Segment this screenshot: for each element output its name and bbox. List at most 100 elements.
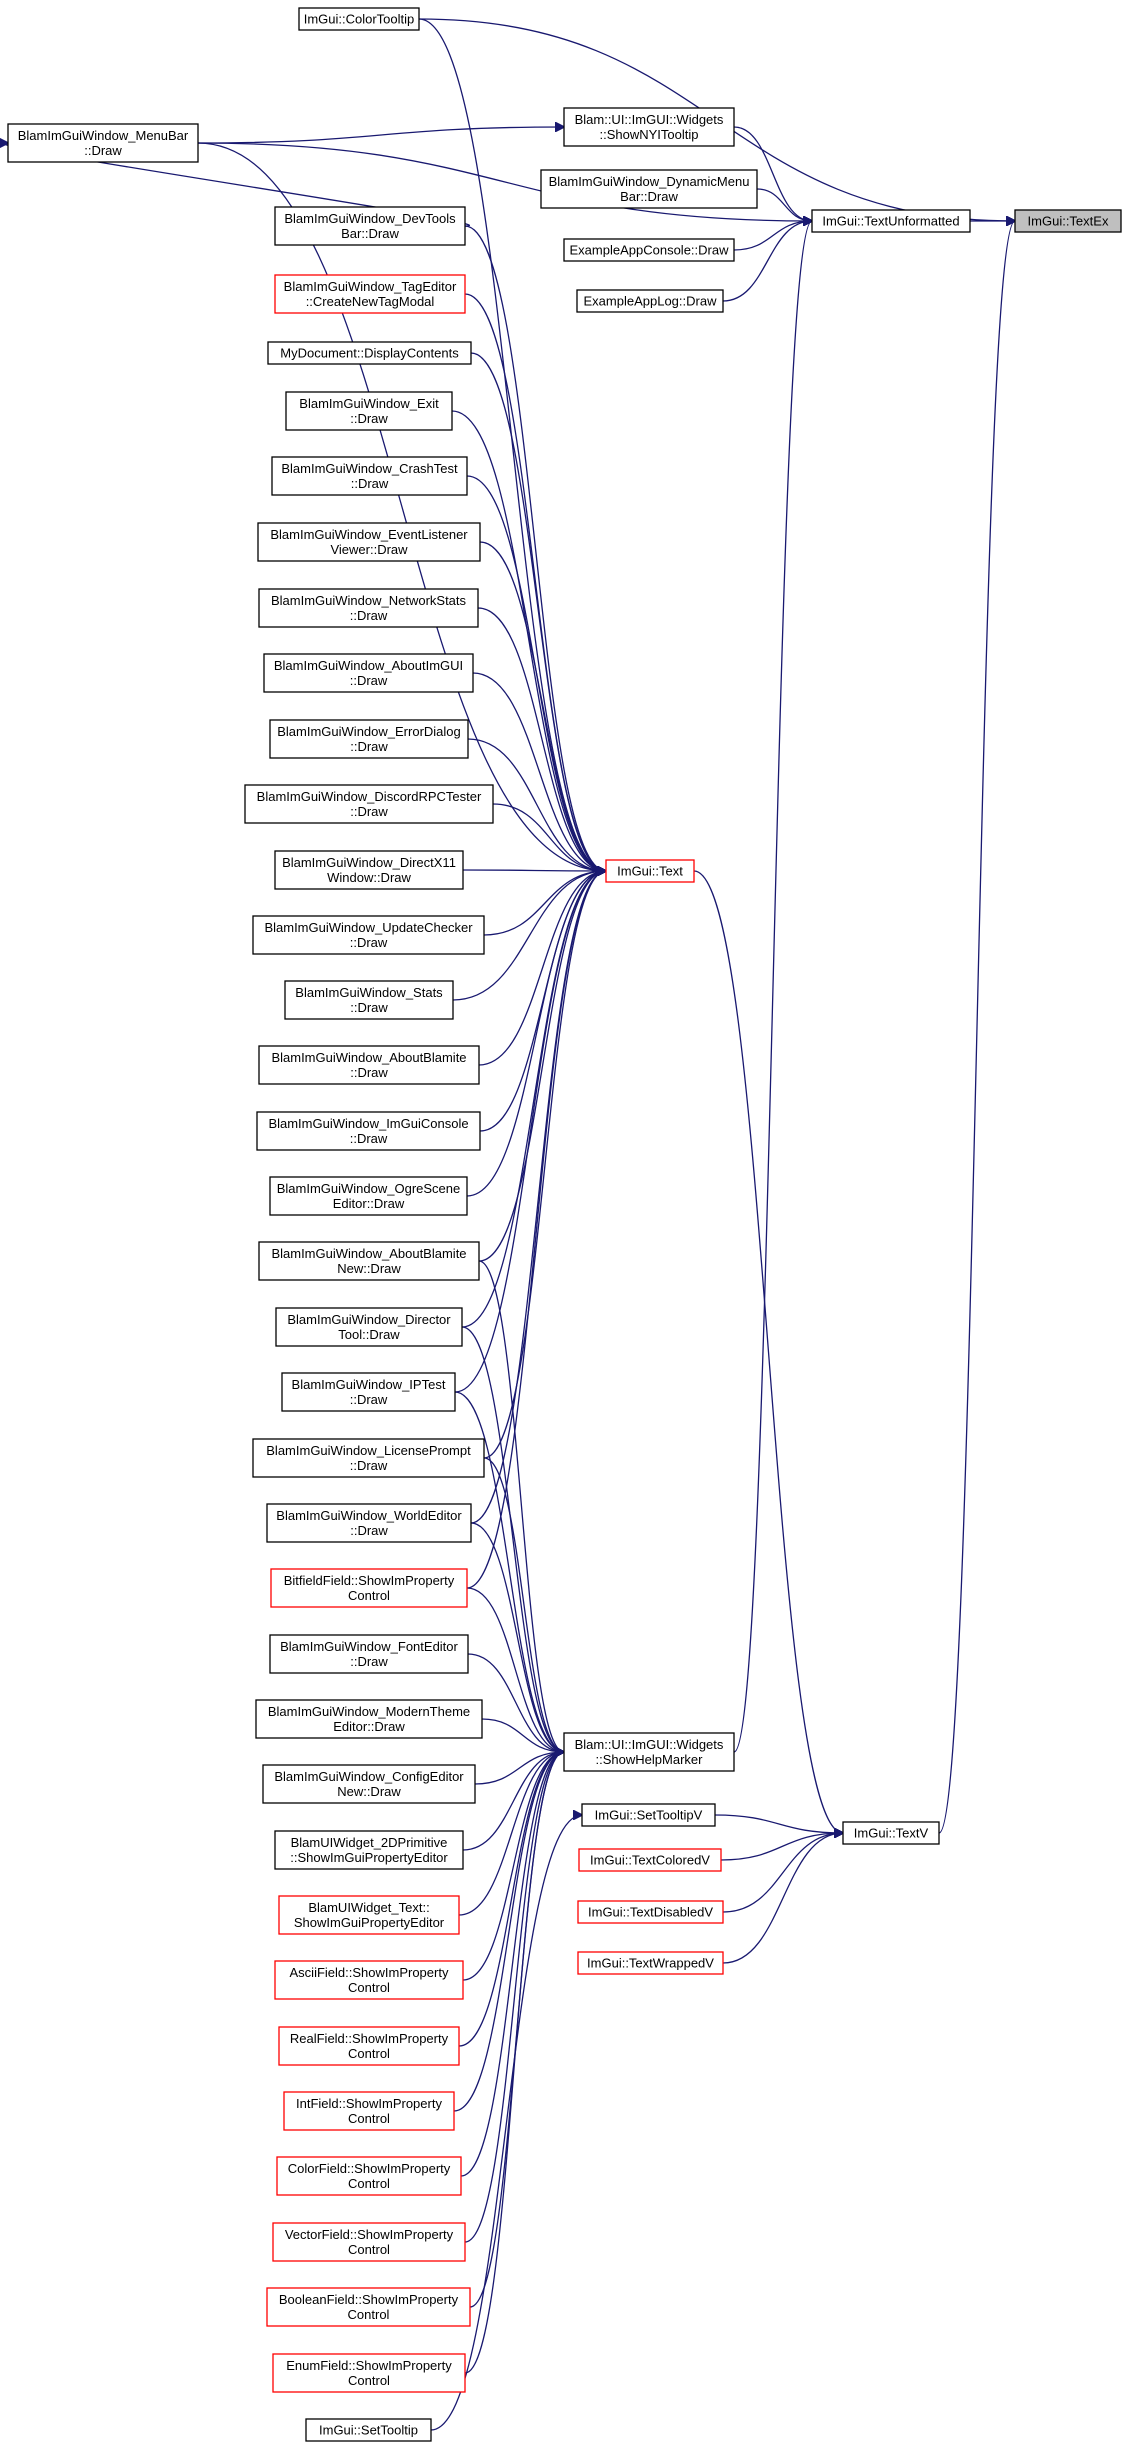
node-box [270,1568,468,1608]
edge-menubar-to-imguitext [197,142,606,871]
node-tageditor[interactable]: BlamImGuiWindow_TagEditor::CreateNewTagM… [274,274,466,314]
node-textex[interactable]: ImGui::TextEx [1014,209,1122,233]
node-settooltipv[interactable]: ImGui::SetTooltipV [581,1803,716,1827]
node-label: Editor::Draw [333,1196,405,1211]
node-imguitext[interactable]: ImGui::Text [605,859,695,883]
edge-mydocument-to-imguitext [470,352,606,871]
node-label: BlamImGuiWindow_FontEditor [280,1639,458,1654]
node-label: ::ShowHelpMarker [596,1752,704,1767]
node-shownyi[interactable]: Blam::UI::ImGUI::Widgets::ShowNYITooltip [563,107,735,147]
edge-iptest-to-imguitext [454,871,606,1393]
node-aboutimgui[interactable]: BlamImGuiWindow_AboutImGUI::Draw [263,653,474,693]
node-stats[interactable]: BlamImGuiWindow_Stats::Draw [284,980,454,1020]
edge-shownyi-to-textunformatted [733,126,812,221]
node-box [281,1372,456,1412]
node-box [563,107,735,147]
node-label: AsciiField::ShowImProperty [290,1965,449,1980]
node-label: ::CreateNewTagModal [306,294,435,309]
node-showhelpmarker[interactable]: Blam::UI::ImGUI::Widgets::ShowHelpMarker [563,1732,735,1772]
node-label: BlamImGuiWindow_DynamicMenu [549,174,750,189]
node-fonteditor[interactable]: BlamImGuiWindow_FontEditor::Draw [269,1634,469,1674]
node-menubar[interactable]: BlamImGuiWindow_MenuBar::Draw [7,123,199,163]
edge-configeditor-to-showhelpmarker [474,1752,564,1785]
node-label: BlamUIWidget_Text:: [308,1900,429,1915]
node-box [278,2026,460,2066]
node-worldeditor[interactable]: BlamImGuiWindow_WorldEditor::Draw [266,1503,472,1543]
node-licenseprompt[interactable]: BlamImGuiWindow_LicensePrompt::Draw [252,1438,485,1478]
edge-discordrpc-to-imguitext [492,803,606,871]
node-box [258,1045,480,1085]
node-textwrappedv[interactable]: ImGui::TextWrappedV [577,1951,724,1975]
edge-aboutimgui-to-imguitext [472,672,606,871]
node-label: VectorField::ShowImProperty [285,2227,454,2242]
edge-eventlistener-to-imguitext [479,541,606,871]
edge-aboutblamite-to-imguitext [478,871,606,1066]
node-box [563,238,735,262]
node-label: BlamImGuiWindow_IPTest [292,1377,446,1392]
node-box [258,1241,480,1281]
node-appconsole[interactable]: ExampleAppConsole::Draw [563,238,735,262]
node-textunformatted[interactable]: ImGui::TextUnformatted [811,209,971,233]
node-eventlistener[interactable]: BlamImGuiWindow_EventListenerViewer::Dra… [257,522,481,562]
node-primitive2d[interactable]: BlamUIWidget_2DPrimitive::ShowImGuiPrope… [274,1830,464,1870]
edge-textwrappedv-to-textv [722,1833,843,1964]
node-aboutblamite[interactable]: BlamImGuiWindow_AboutBlamite::Draw [258,1045,480,1085]
node-errordialog[interactable]: BlamImGuiWindow_ErrorDialog::Draw [269,719,469,759]
node-label: RealField::ShowImProperty [290,2031,449,2046]
node-mydocument[interactable]: MyDocument::DisplayContents [267,341,472,365]
node-box [272,2222,466,2262]
node-textdisabledv[interactable]: ImGui::TextDisabledV [577,1900,724,1924]
node-label: Blam::UI::ImGUI::Widgets [575,1737,724,1752]
node-applog[interactable]: ExampleAppLog::Draw [576,289,724,313]
node-label: ImGui::ColorTooltip [304,12,415,27]
node-label: ::Draw [350,739,388,754]
node-label: MyDocument::DisplayContents [280,346,459,361]
edge-bitfield-to-showhelpmarker [466,1587,564,1752]
node-label: ::Draw [350,1523,388,1538]
node-settooltip[interactable]: ImGui::SetTooltip [305,2418,432,2442]
node-networkstats[interactable]: BlamImGuiWindow_NetworkStats::Draw [258,588,479,628]
node-crashtest[interactable]: BlamImGuiWindow_CrashTest::Draw [271,456,468,496]
node-label: IntField::ShowImProperty [296,2096,442,2111]
node-box [271,456,468,496]
node-box [576,289,724,313]
node-exit[interactable]: BlamImGuiWindow_Exit::Draw [285,391,453,431]
node-colortooltip[interactable]: ImGui::ColorTooltip [298,7,420,31]
edges-layer [4,18,1015,2431]
node-box [252,1438,485,1478]
node-label: Control [348,2111,390,2126]
node-iptest[interactable]: BlamImGuiWindow_IPTest::Draw [281,1372,456,1412]
node-box [255,1699,483,1739]
node-textcoloredv[interactable]: ImGui::TextColoredV [578,1848,722,1872]
node-box [298,7,420,31]
node-box [811,209,971,233]
node-label: Control [348,1980,390,1995]
node-imguiconsole[interactable]: BlamImGuiWindow_ImGuiConsole::Draw [256,1111,481,1151]
node-label: ImGui::SetTooltip [319,2423,418,2438]
node-label: ImGui::TextDisabledV [588,1905,713,1920]
node-discordrpc[interactable]: BlamImGuiWindow_DiscordRPCTester::Draw [244,784,494,824]
node-textv[interactable]: ImGui::TextV [842,1821,940,1845]
node-uiwidgettext[interactable]: BlamUIWidget_Text::ShowImGuiPropertyEdit… [278,1895,460,1935]
edge-licenseprompt-to-showhelpmarker [483,1457,564,1752]
node-box [269,719,469,759]
node-label: ShowImGuiPropertyEditor [294,1915,445,1930]
node-box [577,1900,724,1924]
node-updatechecker[interactable]: BlamImGuiWindow_UpdateChecker::Draw [252,915,485,955]
